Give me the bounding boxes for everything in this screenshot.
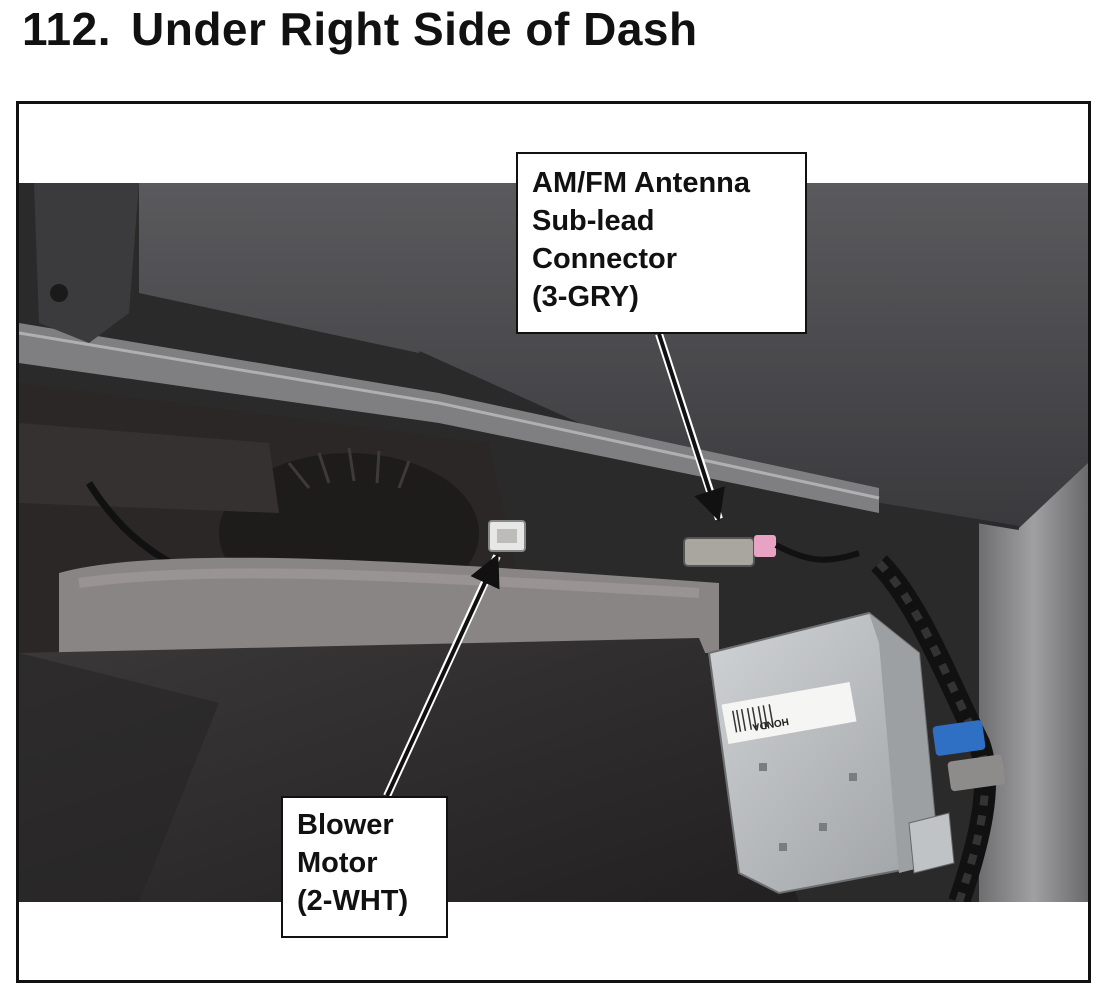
am-fm-callout-line-3: Connector	[532, 243, 677, 275]
blower-motor-callout: Blower Motor (2-WHT)	[281, 796, 448, 938]
am-fm-callout-line-2: Sub-lead	[532, 205, 655, 237]
page-title-text: Under Right Side of Dash	[131, 3, 698, 55]
photo-frame: HONDA AM/FM Antenna Sub-lead Connector (…	[16, 101, 1091, 983]
am-fm-callout-line-4: (3-GRY)	[532, 281, 639, 313]
page-number: 112.	[22, 3, 111, 55]
blower-callout-line-2: Motor	[297, 847, 378, 879]
blower-callout-line-1: Blower	[297, 809, 394, 841]
page-title: 112. Under Right Side of Dash	[22, 2, 698, 56]
am-fm-antenna-callout: AM/FM Antenna Sub-lead Connector (3-GRY)	[516, 152, 807, 334]
blower-callout-line-3: (2-WHT)	[297, 885, 409, 917]
am-fm-callout-line-1: AM/FM Antenna	[532, 167, 751, 199]
